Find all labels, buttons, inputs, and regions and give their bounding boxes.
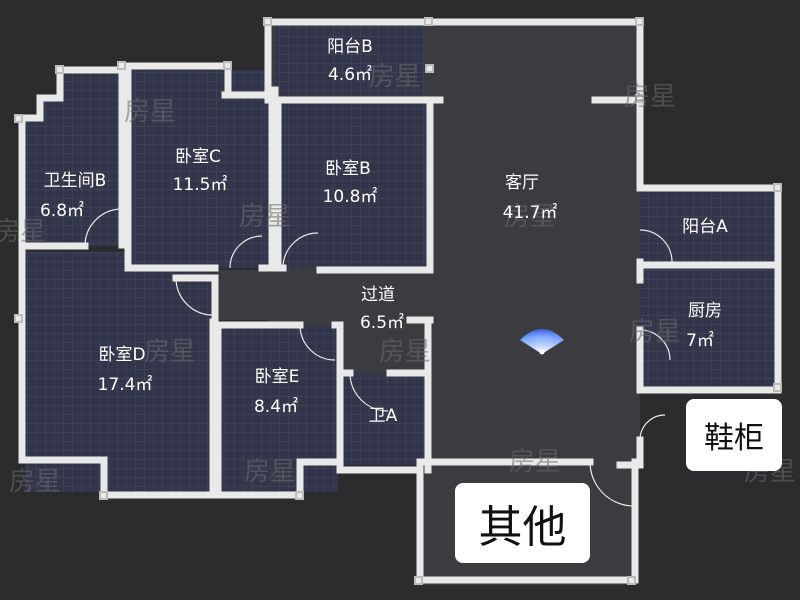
tag-shoe-cabinet: 鞋柜 [686,399,782,471]
watermark: 房星 [369,62,421,92]
watermark: 房星 [244,457,296,487]
watermark: 房星 [124,97,176,127]
room-fills [25,25,778,492]
room-fill-bathroom-b [25,70,122,246]
tag-other: 其他 [455,483,590,563]
room-area-balcony-b: 4.6㎡ [328,65,372,85]
room-area-living-room: 41.7㎡ [503,203,558,223]
room-name-balcony-b: 阳台B [327,37,373,57]
room-name-corridor: 过道 [361,285,395,305]
room-name-bedroom-c: 卧室C [175,147,221,167]
room-fill-bedroom-b [275,100,430,268]
room-fill-balcony-a [640,188,778,263]
room-name-balcony-a: 阳台A [682,217,728,237]
room-name-bedroom-e: 卧室E [255,367,300,387]
room-area-bedroom-b: 10.8㎡ [323,187,378,207]
room-name-bedroom-d: 卧室D [98,345,145,365]
room-area-corridor: 6.5㎡ [360,313,404,333]
watermark: 房星 [629,317,681,347]
window-markers [14,17,782,585]
watermark: 房星 [624,82,676,112]
room-name-living-room: 客厅 [505,173,539,193]
room-name-kitchen: 厨房 [688,301,722,321]
watermark: 房星 [239,202,291,232]
watermark: 房星 [0,217,46,247]
watermark: 房星 [509,447,561,477]
room-fill-bathroom-a [343,373,428,465]
view-direction-icon [520,329,564,355]
room-area-bedroom-e: 8.4㎡ [254,397,298,417]
watermark: 房星 [9,467,61,497]
watermark: 房星 [144,337,196,367]
room-fill-kitchen [640,267,778,387]
room-name-bathroom-a: 卫A [369,406,398,426]
room-fill-bedroom-c [128,70,270,268]
room-area-bathroom-b: 6.8㎡ [40,201,84,221]
room-name-bathroom-b: 卫生间B [44,171,107,191]
room-area-bedroom-c: 11.5㎡ [173,175,228,195]
room-name-bedroom-b: 卧室B [325,159,371,179]
watermark: 房星 [379,337,431,367]
watermark: 房星 [504,202,556,232]
door-swings [84,208,673,507]
room-fill-bedroom-d [25,252,213,492]
room-area-bedroom-d: 17.4㎡ [98,375,153,395]
room-area-kitchen: 7㎡ [686,331,714,351]
room-fill-balcony-b [275,25,425,95]
room-labels: 阳台B 4.6㎡ 卧室C 11.5㎡ 卧室B 10.8㎡ 客厅 41.7㎡ 卫生… [40,37,728,426]
